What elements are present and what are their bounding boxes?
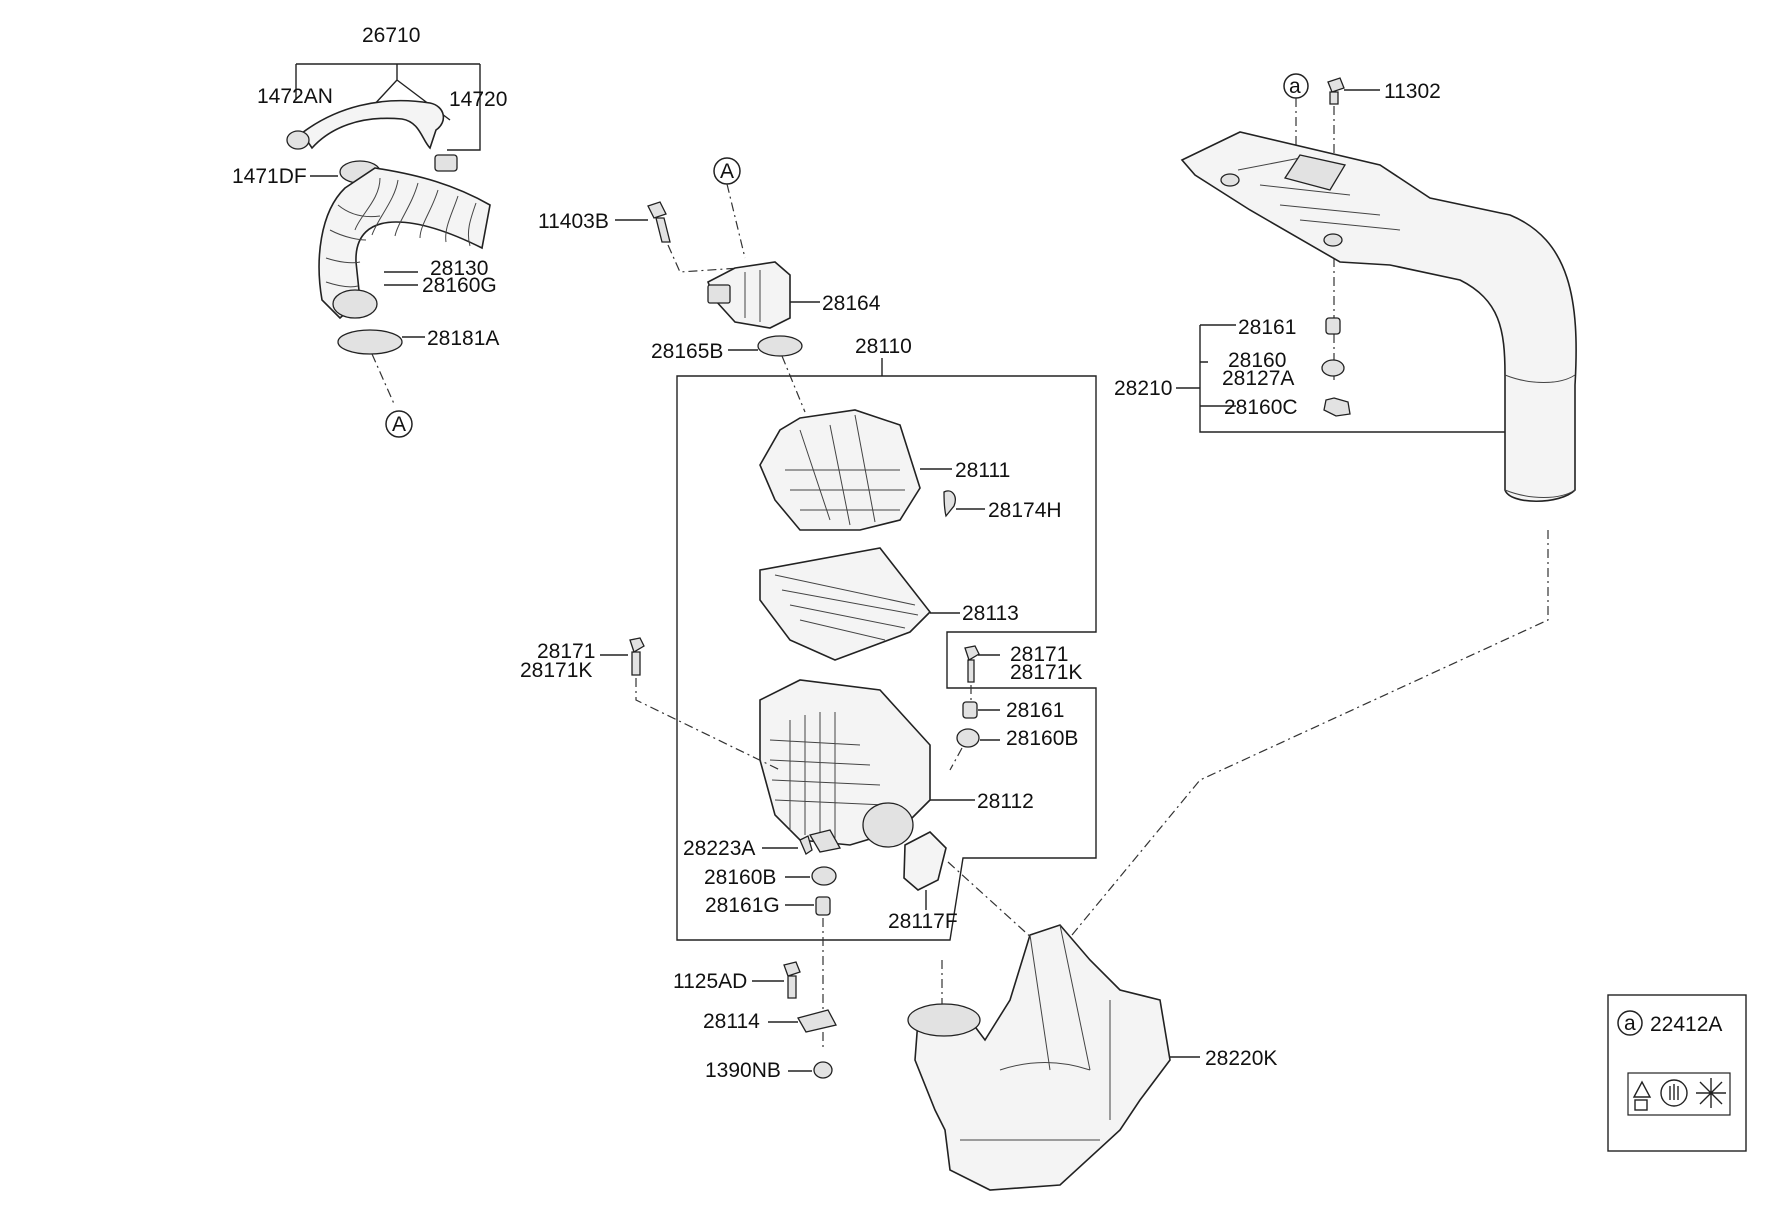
label-28161-mid: 28161 bbox=[1006, 699, 1064, 722]
label-11302: 11302 bbox=[1384, 80, 1441, 103]
label-28117f: 28117F bbox=[888, 910, 958, 933]
breather-hose-part bbox=[300, 99, 445, 150]
collar-28161-mid-part bbox=[962, 701, 978, 719]
label-28220k: 28220K bbox=[1205, 1047, 1277, 1070]
filter-element-28113-part bbox=[759, 547, 932, 661]
bolt-28223a-part bbox=[799, 835, 813, 855]
bolt-11403b-part bbox=[647, 201, 671, 243]
nut-1390nb-part bbox=[813, 1061, 833, 1079]
label-1472an: 1472AN bbox=[257, 85, 333, 108]
grommet-28160b-low-part bbox=[811, 866, 837, 886]
spark-hazard-icon bbox=[1696, 1078, 1726, 1108]
collar-28161g-part bbox=[815, 896, 831, 916]
label-28171k-left: 28171K bbox=[520, 659, 592, 682]
bracket-28114-part bbox=[797, 1009, 837, 1033]
bolt-28160c-part bbox=[1323, 397, 1351, 417]
label-1471df: 1471DF bbox=[232, 165, 307, 188]
clamp-1472an-part bbox=[286, 130, 310, 150]
clip-28174h-part bbox=[943, 490, 956, 518]
label-28181a: 28181A bbox=[427, 327, 499, 350]
label-28223a: 28223A bbox=[683, 837, 755, 860]
bolt-28171-right-part bbox=[964, 645, 980, 683]
label-28165b: 28165B bbox=[651, 340, 723, 363]
callout-a-small-upper-letter: a bbox=[1289, 75, 1301, 98]
label-28127a: 28127A bbox=[1222, 367, 1294, 390]
intake-hose-28130-part bbox=[318, 167, 491, 320]
label-28130: 28130 bbox=[430, 257, 488, 280]
label-28160: 28160 bbox=[1228, 349, 1286, 372]
label-14720: 14720 bbox=[449, 88, 507, 111]
legend-a-circle bbox=[1617, 1010, 1643, 1036]
connector-14720-part bbox=[434, 154, 458, 172]
label-28160c: 28160C bbox=[1224, 396, 1298, 419]
air-cleaner-assembly-group bbox=[676, 358, 1097, 1050]
bolt-11302-part bbox=[1327, 77, 1345, 105]
label-28113: 28113 bbox=[962, 602, 1019, 625]
label-28174h: 28174H bbox=[988, 499, 1062, 522]
label-26710: 26710 bbox=[362, 24, 420, 47]
label-28112: 28112 bbox=[977, 790, 1034, 813]
warning-label-graphic bbox=[1627, 1072, 1731, 1116]
maf-sensor-group bbox=[615, 157, 820, 413]
label-28161g: 28161G bbox=[705, 894, 780, 917]
label-28171-right: 28171 bbox=[1010, 643, 1068, 666]
warning-triangle-icon bbox=[1632, 1080, 1652, 1098]
label-1390nb: 1390NB bbox=[705, 1059, 781, 1082]
legend-part-22412a: 22412A bbox=[1650, 1013, 1722, 1036]
callout-a-lower-letter: A bbox=[392, 413, 406, 436]
label-28171-left: 28171 bbox=[537, 640, 595, 663]
label-11403b: 11403B bbox=[538, 210, 609, 233]
label-28171k-right: 28171K bbox=[1010, 661, 1082, 684]
bolt-28171-left-part bbox=[629, 637, 645, 676]
label-28160b-right: 28160B bbox=[1006, 727, 1078, 750]
hose-assembly-group bbox=[286, 63, 491, 438]
collar-28161-top-part bbox=[1325, 317, 1341, 335]
hand-stop-icon bbox=[1660, 1079, 1688, 1107]
label-28161-top: 28161 bbox=[1238, 316, 1296, 339]
clamp-28181a-part bbox=[337, 329, 403, 355]
label-28160b-low: 28160B bbox=[704, 866, 776, 889]
callout-a-upper-letter: A bbox=[720, 160, 734, 183]
bolt-1125ad-part bbox=[783, 961, 801, 999]
hose-outlet-ring-part bbox=[332, 289, 378, 319]
gasket-28165b-part bbox=[757, 335, 803, 357]
label-28160g: 28160G bbox=[422, 274, 497, 297]
air-duct-group bbox=[1176, 73, 1577, 503]
label-28164: 28164 bbox=[822, 292, 881, 315]
label-28110: 28110 bbox=[855, 335, 912, 358]
resonator-28220k-part bbox=[914, 924, 1171, 1191]
air-duct-28210-part bbox=[1180, 131, 1577, 503]
label-28114: 28114 bbox=[703, 1010, 760, 1033]
resonator-group bbox=[907, 530, 1549, 1191]
callout-a-lower-circle bbox=[385, 410, 413, 438]
grommet-28160-part bbox=[1321, 359, 1345, 377]
label-28210: 28210 bbox=[1114, 377, 1172, 400]
label-28111: 28111 bbox=[955, 459, 1010, 482]
lower-hardware-group bbox=[752, 961, 837, 1079]
seal-28117f-part bbox=[903, 831, 947, 891]
grommet-28160b-right-part bbox=[956, 728, 980, 748]
book-icon bbox=[1634, 1099, 1648, 1111]
label-1125ad: 1125AD bbox=[673, 970, 747, 993]
legend-box-group bbox=[1607, 994, 1747, 1152]
legend-a-letter: a bbox=[1624, 1012, 1636, 1035]
